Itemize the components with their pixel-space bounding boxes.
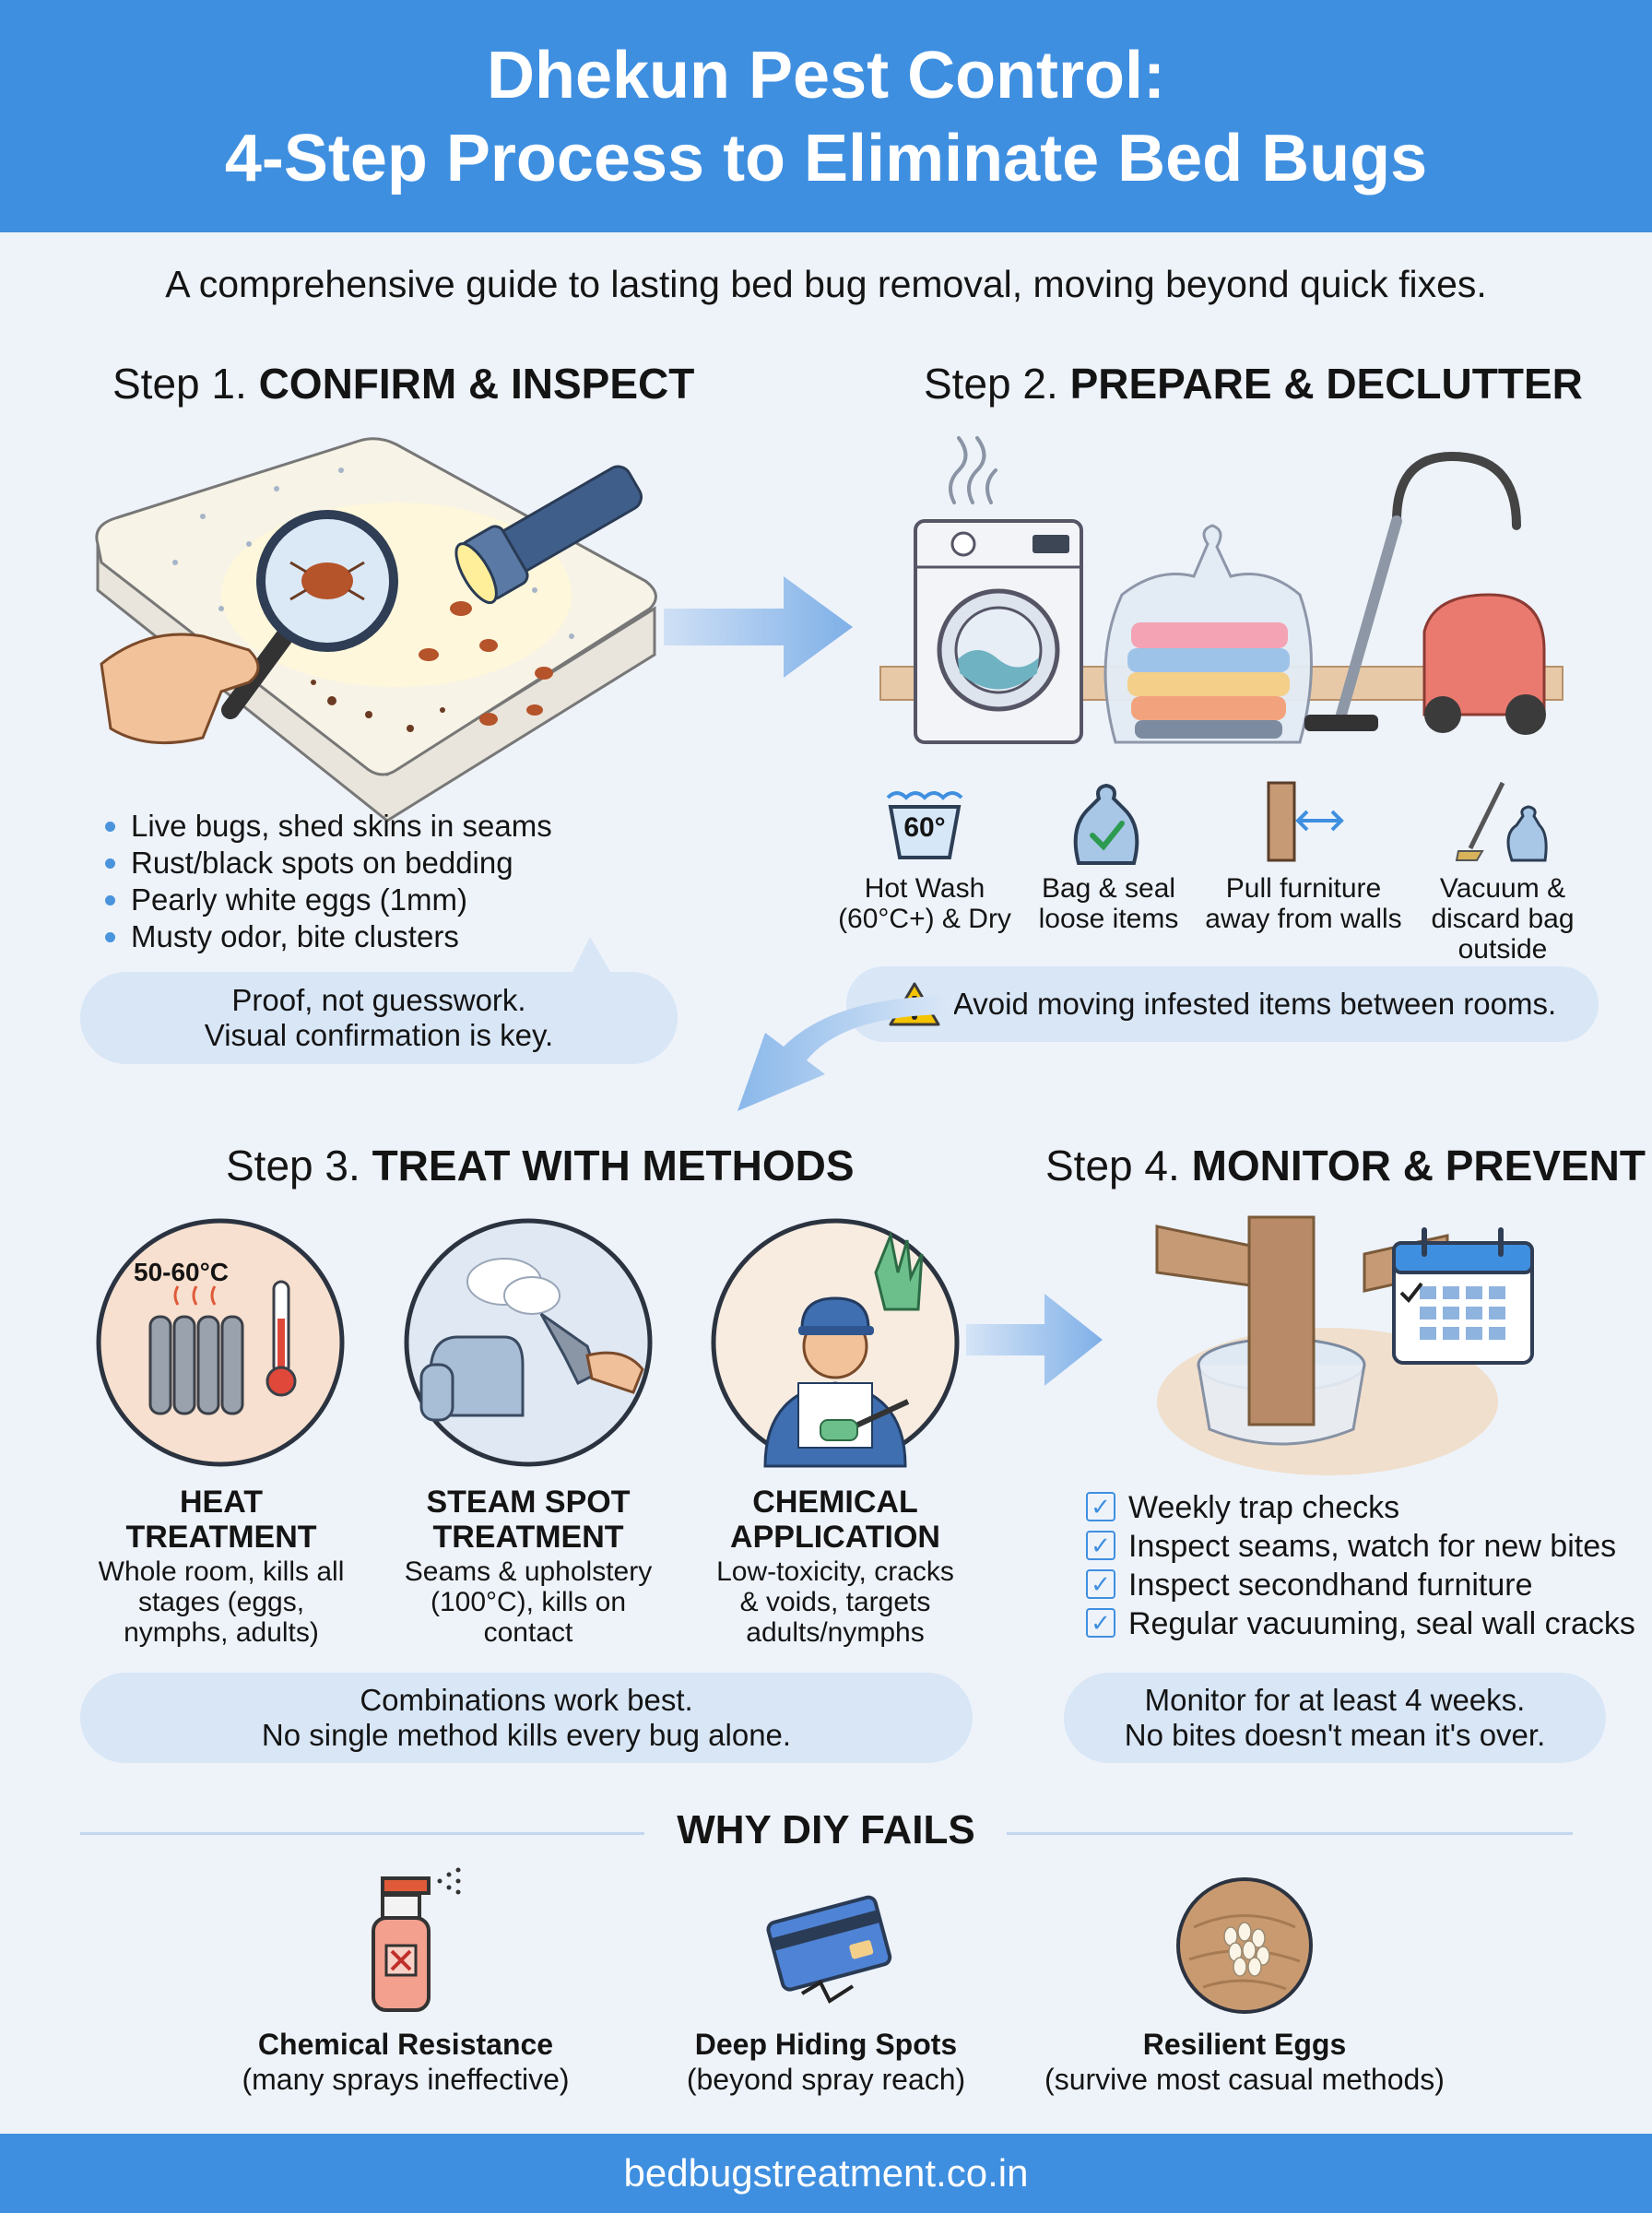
chemical-application-title: CHEMICAL APPLICATION bbox=[730, 1485, 940, 1555]
step3-note: Combinations work best. No single method… bbox=[80, 1673, 973, 1763]
heat-temperature-label: 50-60°C bbox=[134, 1258, 230, 1286]
step3-title: Step 3. TREAT WITH METHODS bbox=[226, 1140, 855, 1191]
steam-treatment-title: STEAM SPOT TREATMENT bbox=[426, 1485, 631, 1555]
credit-card-crack-icon bbox=[766, 1895, 892, 2004]
wash-temperature-badge: 60° bbox=[903, 812, 946, 843]
step1-note: Proof, not guesswork. Visual confirmatio… bbox=[80, 972, 678, 1064]
bag-seal-label: Bag & seal loose items bbox=[1038, 873, 1179, 934]
sealed-bag-icon bbox=[1073, 783, 1139, 865]
list-item: Weekly trap checks bbox=[1082, 1488, 1635, 1527]
list-item: Musty odor, bite clusters bbox=[103, 918, 552, 955]
step4-heading: MONITOR & PREVENT bbox=[1191, 1142, 1646, 1189]
arrow-right-icon bbox=[664, 576, 853, 678]
pull-furniture-label: Pull furniture away from walls bbox=[1205, 873, 1402, 934]
steam-treatment-icon bbox=[404, 1218, 653, 1467]
vacuum-discard-label: Vacuum & discard bag outside bbox=[1431, 873, 1575, 964]
step2-heading: PREPARE & DECLUTTER bbox=[1069, 360, 1583, 408]
step4-prefix: Step 4. bbox=[1045, 1142, 1180, 1189]
pull-furniture-icon bbox=[1267, 781, 1344, 862]
eggs-wood-icon bbox=[1176, 1877, 1313, 2014]
divider bbox=[80, 1832, 644, 1835]
header-banner: Dhekun Pest Control: 4-Step Process to E… bbox=[0, 0, 1652, 232]
step1-heading: CONFIRM & INSPECT bbox=[258, 360, 695, 408]
heat-treatment-icon bbox=[96, 1218, 345, 1467]
spray-bottle-icon bbox=[372, 1867, 461, 2012]
interceptor-trap-illustration bbox=[1155, 1215, 1534, 1475]
step4-checklist: Weekly trap checks Inspect seams, watch … bbox=[1082, 1488, 1635, 1643]
list-item: Inspect secondhand furniture bbox=[1082, 1566, 1635, 1604]
resilient-eggs-title: Resilient Eggs bbox=[1142, 2028, 1347, 2061]
step2-warning: Avoid moving infested items between room… bbox=[846, 966, 1599, 1042]
divider bbox=[1007, 1832, 1573, 1835]
deep-hiding-spots-desc: (beyond spray reach) bbox=[686, 2063, 966, 2096]
list-item: Live bugs, shed skins in seams bbox=[103, 808, 552, 845]
laundry-vacuum-illustration bbox=[879, 436, 1564, 744]
vacuum-bag-icon bbox=[1455, 781, 1548, 862]
step4-note: Monitor for at least 4 weeks. No bites d… bbox=[1064, 1673, 1606, 1763]
deep-hiding-spots-title: Deep Hiding Spots bbox=[694, 2028, 958, 2061]
why-diy-fails-title: WHY DIY FAILS bbox=[677, 1807, 975, 1852]
steam-treatment-desc: Seams & upholstery (100°C), kills on con… bbox=[404, 1556, 653, 1648]
step2-title: Step 2. PREPARE & DECLUTTER bbox=[924, 358, 1583, 409]
chemical-resistance-title: Chemical Resistance bbox=[257, 2028, 554, 2061]
page-subtitle: A comprehensive guide to lasting bed bug… bbox=[165, 263, 1487, 305]
step4-title: Step 4. MONITOR & PREVENT bbox=[1045, 1140, 1646, 1191]
heat-treatment-title: HEAT TREATMENT bbox=[125, 1485, 317, 1555]
step1-title: Step 1. CONFIRM & INSPECT bbox=[112, 358, 694, 409]
mattress-inspection-illustration bbox=[95, 437, 657, 822]
footer-url: bedbugstreatment.co.in bbox=[0, 2134, 1652, 2213]
step3-heading: TREAT WITH METHODS bbox=[372, 1142, 855, 1189]
heat-treatment-desc: Whole room, kills all stages (eggs, nymp… bbox=[98, 1556, 345, 1648]
list-item: Inspect seams, watch for new bites bbox=[1082, 1527, 1635, 1566]
page-title-line2: 4-Step Process to Eliminate Bed Bugs bbox=[224, 122, 1428, 195]
curved-arrow-icon bbox=[738, 996, 954, 1111]
chemical-resistance-desc: (many sprays ineffective) bbox=[242, 2063, 570, 2096]
page-title-line1: Dhekun Pest Control: bbox=[486, 39, 1166, 112]
chemical-application-icon bbox=[711, 1218, 960, 1468]
step2-prefix: Step 2. bbox=[924, 360, 1058, 408]
hot-wash-label: Hot Wash (60°C+) & Dry bbox=[838, 873, 1011, 934]
warning-text: Avoid moving infested items between room… bbox=[952, 987, 1557, 1021]
arrow-right-icon bbox=[966, 1294, 1103, 1386]
list-item: Regular vacuuming, seal wall cracks bbox=[1082, 1604, 1635, 1643]
step1-prefix: Step 1. bbox=[112, 360, 247, 408]
chemical-application-desc: Low-toxicity, cracks & voids, targets ad… bbox=[716, 1556, 954, 1648]
step1-bullets: Live bugs, shed skins in seams Rust/blac… bbox=[103, 808, 552, 955]
resilient-eggs-desc: (survive most casual methods) bbox=[1044, 2063, 1445, 2096]
list-item: Pearly white eggs (1mm) bbox=[103, 882, 552, 918]
hot-wash-icon bbox=[886, 791, 963, 859]
list-item: Rust/black spots on bedding bbox=[103, 845, 552, 882]
step3-prefix: Step 3. bbox=[226, 1142, 360, 1189]
